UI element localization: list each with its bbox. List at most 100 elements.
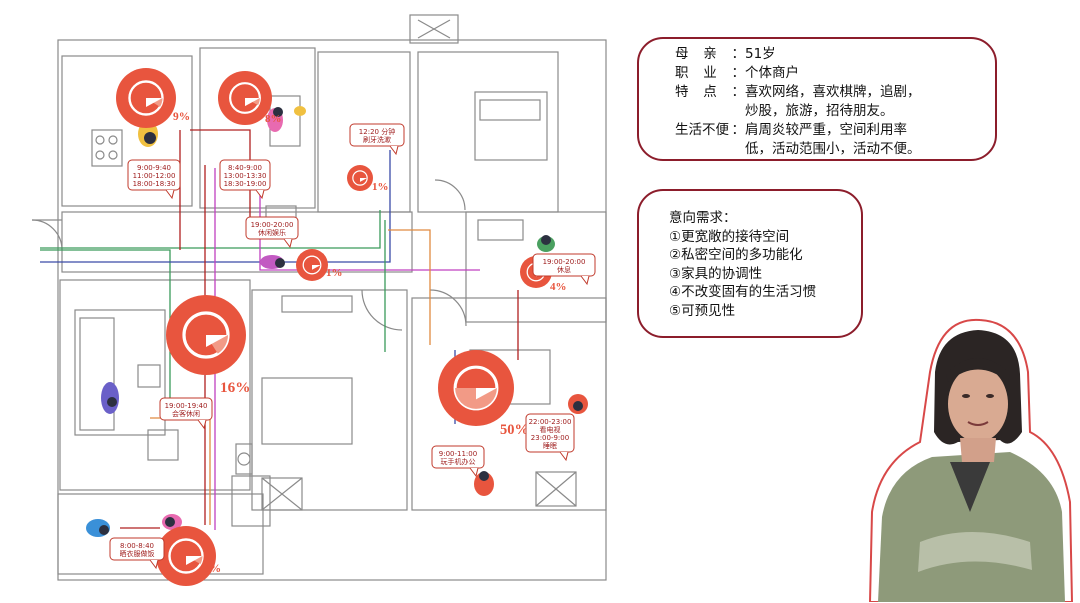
schedule-bubble-tail	[165, 189, 175, 200]
schedule-bubble-frame	[219, 159, 271, 191]
schedule-bubble-frame	[431, 445, 485, 469]
profile-label-char: 特	[675, 84, 689, 100]
profile-label: 职业：	[675, 64, 745, 83]
schedule-bubble-tail	[580, 275, 590, 286]
pie-wedge	[206, 335, 228, 347]
profile-colon: ：	[731, 122, 746, 138]
profile-row-continuation: 炒股，旅游，招待朋友。	[675, 102, 983, 121]
schedule-bubble-tail	[389, 145, 399, 156]
schedule-bubble-frame	[532, 253, 596, 277]
profile-row: 母亲：51岁	[675, 45, 983, 64]
time-share-pies: 9% 8% 1% 1% 4% 16% 50% 8%	[116, 68, 567, 586]
schedule-bubble-text: 11:00-12:00	[133, 172, 176, 180]
pie-bedroom: 50%	[438, 350, 529, 438]
pie-wedge	[186, 556, 203, 565]
schedule-bubble-text: 晒衣服做饭	[120, 549, 155, 558]
profile-label-char: 母	[675, 46, 689, 62]
profile-value-continuation: 低，活动范围小，活动不便。	[745, 141, 921, 157]
schedule-bubble-text: 8:00-8:40	[120, 542, 154, 550]
pie-percent-label: 8%	[204, 563, 221, 575]
pie-percent-label: 9%	[173, 111, 190, 123]
needs-item: ③家具的协调性	[669, 265, 763, 282]
pie-corridor: 1%	[296, 249, 343, 281]
pie-wedge	[360, 178, 368, 182]
occupant-markers	[86, 106, 588, 537]
schedule-bubble-text: 刷牙洗漱	[363, 135, 391, 144]
pie-dining: 8%	[218, 71, 282, 125]
profile-label-char: 生活不便	[675, 122, 729, 138]
schedule-bubble-text: 19:00-20:00	[543, 258, 586, 266]
pie-living: 16%	[166, 295, 250, 396]
profile-label: 母亲：	[675, 45, 745, 64]
schedule-bubble-text: 8:40-9:00	[228, 164, 262, 172]
schedule-bubble-text: 会客休闲	[172, 409, 200, 418]
profile-label-spacer	[675, 102, 745, 121]
profile-value: 51岁	[745, 46, 776, 62]
presenter-photo	[868, 318, 1074, 602]
schedule-bubble-tail	[283, 238, 293, 249]
schedule-bubble-tail	[255, 189, 265, 200]
activity-routes	[40, 129, 519, 575]
needs-item: ①更宽敞的接待空间	[669, 228, 790, 245]
pie-percent-label: 50%	[500, 422, 529, 438]
profile-value: 喜欢网络，喜欢棋牌，追剧，	[745, 84, 921, 100]
schedule-bubble-text: 9:00-9:40	[137, 164, 171, 172]
schedule-bubble-tail	[197, 419, 207, 430]
needs-item: ②私密空间的多功能化	[669, 247, 803, 263]
pie-percent-label: 1%	[326, 267, 343, 279]
schedule-bubble-text: 18:30-19:00	[224, 180, 267, 188]
floor-plan: 9%8%1%1%4%16%50%8% 9:00-9:4011:00-12:001…	[31, 14, 607, 586]
profile-label-char: 职	[675, 65, 689, 81]
schedule-bubble-text: 19:00-19:40	[165, 402, 208, 410]
needs-item: ④不改变固有的生活习惯	[669, 284, 817, 300]
schedule-bubble-text: 23:00-9:00	[531, 434, 569, 442]
pie-percent-label: 8%	[265, 113, 282, 125]
pie-ring	[302, 255, 322, 275]
profile-colon: ：	[731, 84, 746, 100]
schedule-bubble-text: 13:00-13:30	[224, 172, 267, 180]
profile-colon: ：	[731, 65, 746, 81]
needs-list: ①更宽敞的接待空间 ②私密空间的多功能化 ③家具的协调性 ④不改变固有的生活习惯 ⑤可预…	[669, 228, 851, 321]
schedule-bubble-tail	[559, 451, 569, 462]
schedule-bubble-text: 休闲娱乐	[258, 228, 286, 237]
profile-colon: ：	[731, 46, 746, 62]
profile-label-spacer	[675, 140, 745, 159]
schedule-bubble-frame	[159, 397, 213, 421]
schedule-bubble-frame	[349, 123, 405, 147]
profile-row: 特点：喜欢网络，喜欢棋牌，追剧，	[675, 83, 983, 102]
schedule-bubble-text: 休息	[557, 265, 571, 274]
schedule-bubble-text: 22:00-23:00	[529, 418, 572, 426]
needs-item: ⑤可预见性	[669, 302, 736, 319]
schedule-bubble-frame	[245, 216, 299, 240]
schedule-bubble-frame	[525, 413, 575, 453]
schedule-bubble-text: 9:00-11:00	[439, 450, 477, 458]
pie-percent-label: 4%	[550, 281, 567, 293]
profile-value-continuation: 炒股，旅游，招待朋友。	[745, 103, 894, 119]
profile-label: 生活不便：	[675, 121, 745, 140]
schedule-bubble-text: 玩手机办公	[441, 457, 476, 466]
schedule-bubble-text: 睡眠	[543, 442, 557, 450]
profile-value: 个体商户	[745, 65, 799, 81]
profile-value: 肩周炎较严重，空间利用率	[745, 122, 907, 138]
pie-percent-label: 1%	[372, 181, 389, 193]
schedule-bubble-text: 19:00-20:00	[251, 221, 294, 229]
profile-card: 母亲：51岁职业：个体商户特点：喜欢网络，喜欢棋牌，追剧，炒股，旅游，招待朋友。…	[637, 37, 997, 161]
pie-balcony: 8%	[156, 526, 221, 586]
pie-wedge	[476, 388, 497, 400]
pie-wedge	[312, 265, 321, 270]
schedule-bubble-tail	[149, 559, 159, 570]
profile-row-continuation: 低，活动范围小，活动不便。	[675, 140, 983, 159]
profile-label: 特点：	[675, 83, 745, 102]
schedule-bubble-text: 看电视	[540, 425, 561, 434]
